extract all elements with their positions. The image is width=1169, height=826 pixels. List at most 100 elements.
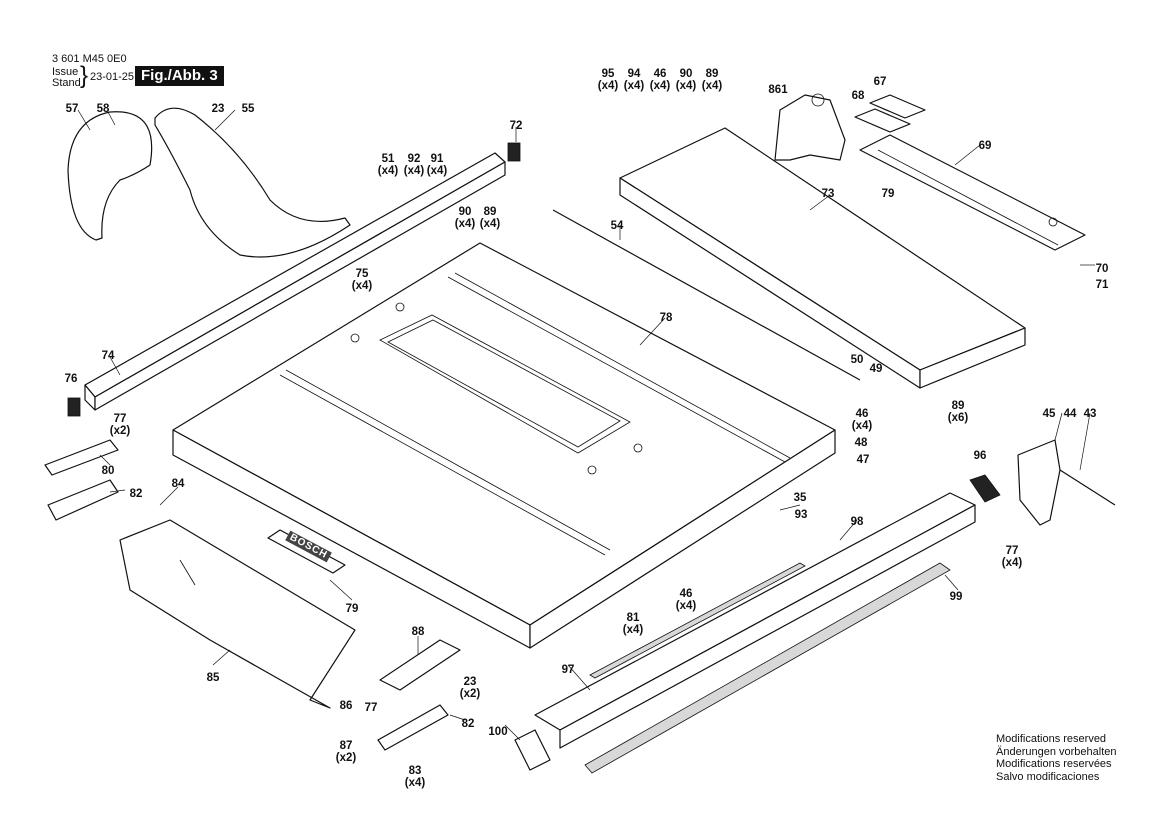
part-label-82a: 82	[130, 488, 143, 500]
part-label-77a: 77(x2)	[110, 413, 130, 437]
fence-clamp	[1017, 439, 1116, 526]
note-fr: Modifications reservées	[996, 758, 1112, 770]
part-label-91a: 91(x4)	[427, 153, 447, 177]
fence	[534, 492, 976, 774]
part-number: 82	[461, 718, 475, 730]
figure-label: Fig./Abb. 3	[135, 66, 224, 86]
rail-end-caps	[67, 142, 521, 417]
part-quantity: (x4)	[623, 80, 645, 92]
brackets-left	[44, 439, 449, 751]
part-label-23a: 23	[212, 103, 225, 115]
part-quantity: (x2)	[109, 425, 131, 437]
part-quantity: (x4)	[649, 80, 671, 92]
part-number: 45	[1042, 408, 1056, 420]
part-label-82b: 82	[462, 718, 475, 730]
part-label-93: 93	[795, 509, 808, 521]
part-number: 73	[821, 188, 835, 200]
part-number: 69	[978, 140, 992, 152]
part-label-95: 95(x4)	[598, 68, 618, 92]
part-number: 57	[65, 103, 79, 115]
part-number: 35	[793, 492, 807, 504]
modification-notes: Modifications reserved Änderungen vorbeh…	[996, 733, 1116, 783]
part-number: 99	[949, 591, 963, 603]
part-number: 79	[881, 188, 895, 200]
part-quantity: (x4)	[622, 624, 644, 636]
part-label-85: 85	[207, 672, 220, 684]
part-label-92: 92(x4)	[404, 153, 424, 177]
part-number: 87	[339, 740, 353, 752]
part-label-58: 58	[97, 103, 110, 115]
part-label-46a: 46(x4)	[650, 68, 670, 92]
part-number: 91	[430, 153, 444, 165]
part-label-75: 75(x4)	[352, 268, 372, 292]
part-number: 54	[610, 220, 624, 232]
part-number: 76	[64, 373, 78, 385]
part-quantity: (x4)	[403, 165, 425, 177]
part-number: 70	[1095, 263, 1109, 275]
part-label-69: 69	[979, 140, 992, 152]
part-quantity: (x4)	[377, 165, 399, 177]
part-quantity: (x4)	[454, 218, 476, 230]
part-label-43: 43	[1084, 408, 1097, 420]
part-number: 86	[339, 700, 353, 712]
part-number: 72	[509, 120, 523, 132]
part-label-74: 74	[102, 350, 115, 362]
part-label-86: 86	[340, 700, 353, 712]
guide-rod	[552, 209, 861, 381]
part-number: 85	[206, 672, 220, 684]
part-number: 68	[851, 90, 865, 102]
part-number: 46	[855, 408, 869, 420]
part-label-79b: 79	[346, 603, 359, 615]
part-label-72: 72	[510, 120, 523, 132]
part-number: 96	[973, 450, 987, 462]
part-quantity: (x6)	[947, 412, 969, 424]
part-number: 23	[211, 103, 225, 115]
part-label-70: 70	[1096, 263, 1109, 275]
part-number: 94	[627, 68, 641, 80]
part-label-44: 44	[1064, 408, 1077, 420]
part-quantity: (x4)	[426, 165, 448, 177]
part-quantity: (x4)	[351, 280, 373, 292]
part-number: 58	[96, 103, 110, 115]
part-number: 74	[101, 350, 115, 362]
part-label-99: 99	[950, 591, 963, 603]
part-number: 77	[113, 413, 127, 425]
part-number: 97	[561, 664, 575, 676]
part-label-46b: 46(x4)	[852, 408, 872, 432]
part-label-54: 54	[611, 220, 624, 232]
part-quantity: (x4)	[1001, 557, 1023, 569]
part-number: 77	[1005, 545, 1019, 557]
part-label-90a: 90(x4)	[455, 206, 475, 230]
part-number: 92	[407, 153, 421, 165]
part-number: 44	[1063, 408, 1077, 420]
part-number: 46	[653, 68, 667, 80]
part-quantity: (x4)	[701, 80, 723, 92]
part-label-78: 78	[660, 312, 673, 324]
part-number: 83	[408, 765, 422, 777]
part-number: 98	[850, 516, 864, 528]
brace-glyph: }	[80, 62, 89, 89]
part-label-57: 57	[66, 103, 79, 115]
part-quantity: (x4)	[597, 80, 619, 92]
part-number: 89	[951, 400, 965, 412]
part-number: 89	[483, 206, 497, 218]
part-label-84: 84	[172, 478, 185, 490]
part-quantity: (x4)	[675, 600, 697, 612]
part-label-73: 73	[822, 188, 835, 200]
part-label-97: 97	[562, 664, 575, 676]
part-quantity: (x2)	[335, 752, 357, 764]
part-label-89b: 89(x4)	[702, 68, 722, 92]
part-number: 55	[241, 103, 255, 115]
part-number: 861	[768, 84, 788, 96]
issue-date: 23-01-25	[90, 71, 135, 83]
part-number: 88	[411, 626, 425, 638]
part-number: 81	[626, 612, 640, 624]
part-number: 43	[1083, 408, 1097, 420]
part-label-23b: 23(x2)	[460, 676, 480, 700]
part-number: 75	[355, 268, 369, 280]
part-label-68: 68	[852, 90, 865, 102]
part-number: 48	[854, 437, 868, 449]
part-number: 80	[101, 465, 115, 477]
extension-table	[619, 127, 1026, 389]
